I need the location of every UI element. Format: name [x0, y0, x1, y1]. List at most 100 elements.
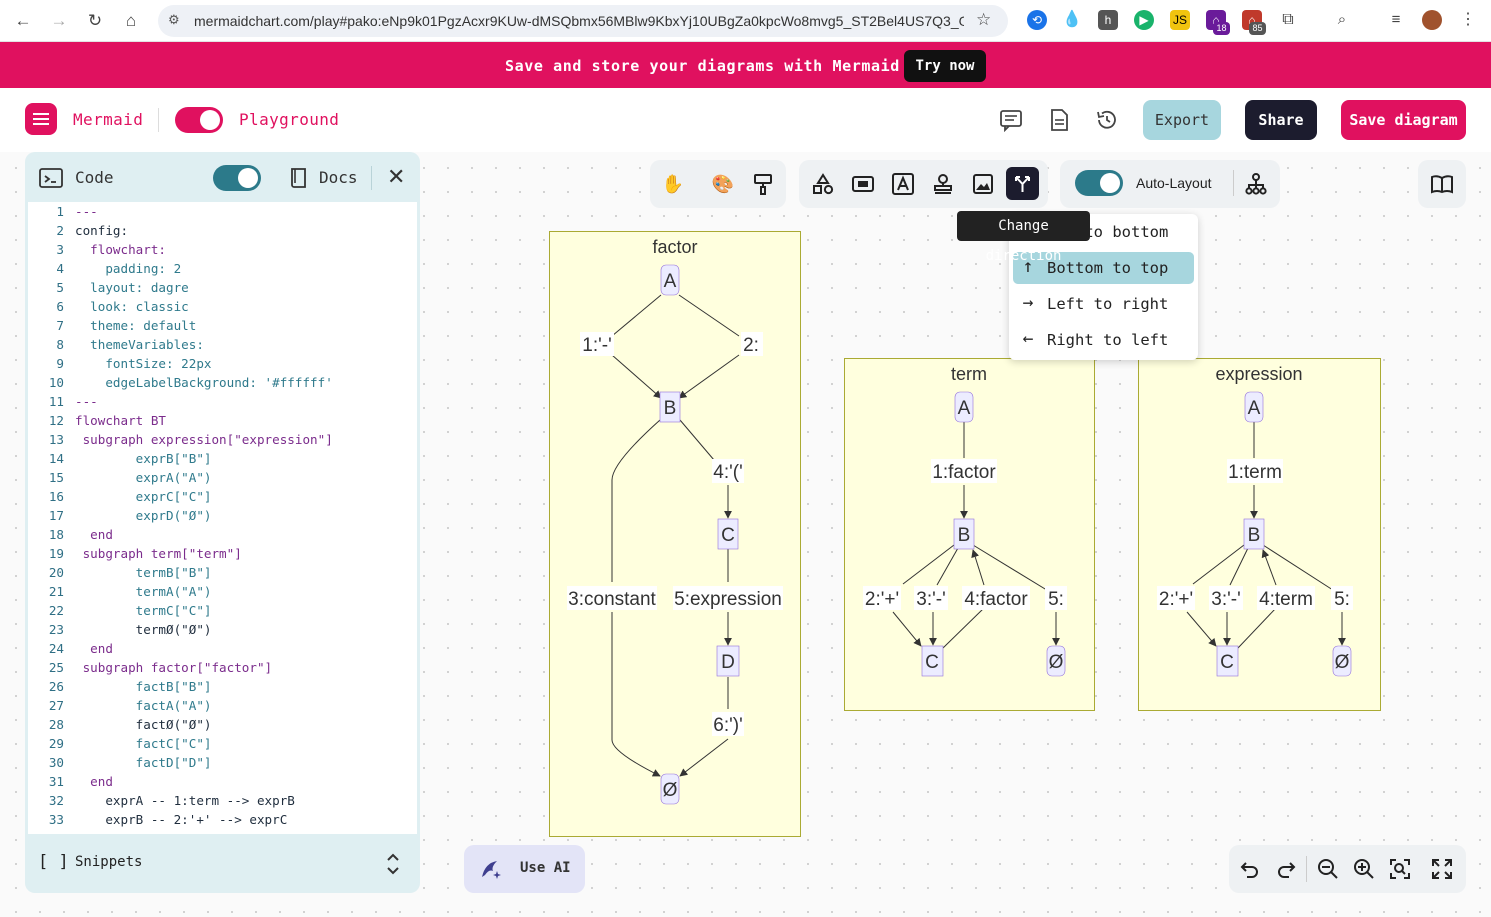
comments-icon[interactable]: [999, 108, 1023, 132]
direction-option[interactable]: ↑Bottom to top: [1013, 252, 1194, 284]
stamp-icon[interactable]: [931, 172, 955, 196]
code-line[interactable]: 33 exprB -- 2:'+' --> exprC: [28, 810, 417, 829]
export-button[interactable]: Export: [1143, 100, 1221, 140]
image-icon[interactable]: [971, 172, 995, 196]
docs-book-button[interactable]: [1418, 160, 1466, 208]
code-line[interactable]: 18 end: [28, 525, 417, 544]
redo-icon[interactable]: [1274, 857, 1298, 881]
code-line[interactable]: 11---: [28, 392, 417, 411]
term-nodes[interactable]: A B C Ø: [921, 391, 1066, 677]
code-line[interactable]: 3 flowchart:: [28, 240, 417, 259]
code-text[interactable]: subgraph factor["factor"]: [75, 660, 273, 675]
media-control-icon[interactable]: ≡: [1391, 11, 1401, 28]
brand-name[interactable]: Mermaid: [73, 110, 144, 129]
code-text[interactable]: look: classic: [75, 299, 189, 314]
code-text[interactable]: factD["D"]: [75, 755, 212, 770]
extension-drop-icon[interactable]: 💧: [1062, 11, 1082, 28]
code-line[interactable]: 25 subgraph factor["factor"]: [28, 658, 417, 677]
code-text[interactable]: config:: [75, 223, 129, 238]
node-A[interactable]: A: [1248, 398, 1261, 419]
extension-sync-icon[interactable]: ⟲: [1027, 10, 1047, 30]
bookmark-star-icon[interactable]: ☆: [976, 10, 992, 29]
node-C[interactable]: C: [925, 652, 939, 673]
code-line[interactable]: 32 exprA -- 1:term --> exprB: [28, 791, 417, 810]
code-line[interactable]: 1---: [28, 202, 417, 221]
undo-icon[interactable]: [1238, 857, 1262, 881]
extension-play-icon[interactable]: ▶: [1134, 10, 1154, 30]
fullscreen-icon[interactable]: [1430, 857, 1454, 881]
back-icon[interactable]: ←: [14, 11, 32, 30]
shapes-icon[interactable]: [811, 172, 835, 196]
code-line[interactable]: 9 fontSize: 22px: [28, 354, 417, 373]
node-A[interactable]: A: [664, 271, 677, 292]
code-line[interactable]: 26 factB["B"]: [28, 677, 417, 696]
node-B[interactable]: B: [664, 398, 677, 419]
code-text[interactable]: edgeLabelBackground: '#ffffff': [75, 375, 333, 390]
playground-toggle[interactable]: [175, 107, 223, 133]
code-text[interactable]: theme: default: [75, 318, 197, 333]
save-diagram-button[interactable]: Save diagram: [1341, 100, 1466, 140]
code-text[interactable]: exprD("Ø"): [75, 508, 212, 523]
node-empty[interactable]: Ø: [1049, 652, 1064, 673]
code-line[interactable]: 21 termA("A"): [28, 582, 417, 601]
paint-roller-icon[interactable]: [751, 172, 775, 196]
code-line[interactable]: 10 edgeLabelBackground: '#ffffff': [28, 373, 417, 392]
use-ai-button[interactable]: Use AI: [464, 845, 585, 893]
code-text[interactable]: ---: [75, 394, 98, 409]
code-text[interactable]: layout: dagre: [75, 280, 189, 295]
code-text[interactable]: exprC["C"]: [75, 489, 212, 504]
node-C[interactable]: C: [721, 525, 735, 546]
code-line[interactable]: 19 subgraph term["term"]: [28, 544, 417, 563]
code-text[interactable]: exprB["B"]: [75, 451, 212, 466]
code-text[interactable]: termA("A"): [75, 584, 212, 599]
forward-icon[interactable]: →: [50, 11, 68, 30]
rectangle-node-icon[interactable]: [851, 172, 875, 196]
code-line[interactable]: 4 padding: 2: [28, 259, 417, 278]
expand-chevrons-icon[interactable]: [385, 851, 401, 877]
code-docs-toggle[interactable]: [213, 165, 261, 191]
code-line[interactable]: 30 factD["D"]: [28, 753, 417, 772]
profile-avatar[interactable]: [1422, 10, 1442, 30]
code-line[interactable]: 15 exprA("A"): [28, 468, 417, 487]
node-B[interactable]: B: [958, 525, 971, 546]
history-icon[interactable]: [1095, 108, 1119, 132]
code-text[interactable]: flowchart:: [75, 242, 166, 257]
code-text[interactable]: subgraph expression["expression"]: [75, 432, 333, 447]
direction-option[interactable]: ←Right to left: [1013, 324, 1194, 356]
url-text[interactable]: mermaidchart.com/play#pako:eNp9k01PgzAcx…: [194, 13, 964, 29]
code-line[interactable]: 17 exprD("Ø"): [28, 506, 417, 525]
factor-nodes[interactable]: A B C D Ø: [659, 264, 740, 805]
code-line[interactable]: 8 themeVariables:: [28, 335, 417, 354]
reload-icon[interactable]: ↻: [87, 11, 103, 30]
code-text[interactable]: factB["B"]: [75, 679, 212, 694]
code-line[interactable]: 6 look: classic: [28, 297, 417, 316]
code-text[interactable]: end: [75, 641, 113, 656]
code-text[interactable]: exprB -- 2:'+' --> exprC: [75, 812, 288, 827]
address-bar[interactable]: ⚙ mermaidchart.com/play#pako:eNp9k01PgzA…: [158, 5, 1008, 37]
node-empty[interactable]: Ø: [1335, 652, 1350, 673]
code-line[interactable]: 23 termØ("Ø"): [28, 620, 417, 639]
document-icon[interactable]: [1047, 108, 1071, 132]
code-text[interactable]: termØ("Ø"): [75, 622, 212, 637]
tab-search-icon[interactable]: ⌕: [1337, 11, 1347, 28]
node-D[interactable]: D: [721, 652, 735, 673]
docs-tab[interactable]: Docs: [319, 168, 358, 187]
node-A[interactable]: A: [958, 398, 971, 419]
code-text[interactable]: exprA("A"): [75, 470, 212, 485]
node-C[interactable]: C: [1220, 652, 1234, 673]
code-text[interactable]: subgraph term["term"]: [75, 546, 242, 561]
code-text[interactable]: fontSize: 22px: [75, 356, 212, 371]
direction-option[interactable]: →Left to right: [1013, 288, 1194, 320]
text-icon[interactable]: [891, 172, 915, 196]
layout-tree-icon[interactable]: [1244, 172, 1268, 196]
code-line[interactable]: 20 termB["B"]: [28, 563, 417, 582]
subgraph-factor[interactable]: factor: [549, 231, 801, 837]
code-text[interactable]: themeVariables:: [75, 337, 204, 352]
code-line[interactable]: 22 termC["C"]: [28, 601, 417, 620]
pan-hand-icon[interactable]: ✋: [661, 174, 685, 194]
close-panel-icon[interactable]: ✕: [387, 164, 406, 189]
fit-view-icon[interactable]: [1388, 857, 1412, 881]
code-text[interactable]: exprA -- 1:term --> exprB: [75, 793, 295, 808]
code-text[interactable]: termC["C"]: [75, 603, 212, 618]
